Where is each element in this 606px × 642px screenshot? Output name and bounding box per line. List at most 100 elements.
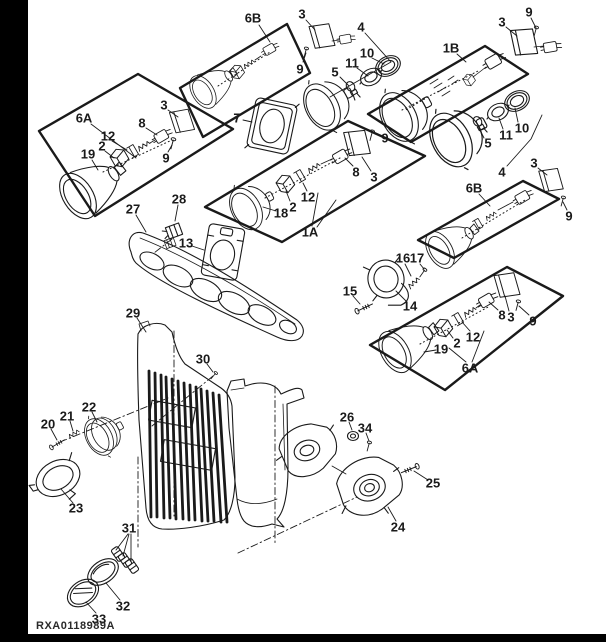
callout-25-leader <box>413 470 429 481</box>
callout-10: 10 <box>515 121 529 136</box>
callout-3: 3 <box>370 170 377 185</box>
callout-3: 3 <box>530 156 537 171</box>
callout-6B: 6B <box>245 11 262 26</box>
wire-spring <box>484 210 498 222</box>
bezel-14-group <box>353 256 428 316</box>
callout-4: 4 <box>357 20 365 35</box>
callout-29: 29 <box>126 306 140 321</box>
callout-9: 9 <box>296 62 303 77</box>
wire <box>149 139 156 144</box>
callout-14-leader <box>395 290 407 302</box>
part-13-gasket <box>200 223 246 281</box>
callout-2-leader <box>285 190 291 202</box>
callout-28-leader <box>174 204 179 222</box>
callout-9-leader <box>302 52 307 63</box>
callout-23-leader <box>60 488 74 504</box>
callout-11-leader <box>356 67 369 77</box>
part-33-lens-dark <box>66 578 100 608</box>
callout-3-leader <box>537 167 548 176</box>
callout-8-leader <box>488 301 499 311</box>
clips-31 <box>110 546 140 574</box>
callout-3-leader <box>505 26 518 37</box>
callout-32-leader <box>105 582 121 601</box>
wire <box>475 304 481 309</box>
callout-33: 33 <box>92 612 106 627</box>
callout-1A-leader <box>316 199 337 228</box>
wire <box>331 39 340 42</box>
part-21-spring <box>67 428 81 440</box>
panel-6b-right <box>416 179 561 260</box>
part-3-plate <box>493 269 521 301</box>
callout-10-leader <box>371 57 385 65</box>
part-7-bezel <box>244 97 300 155</box>
part-23-mount-ring <box>28 452 81 500</box>
callout-28: 28 <box>172 192 186 207</box>
callout-4-leader <box>329 32 392 98</box>
assembly-6a-right <box>371 269 522 379</box>
assembly-6b-top <box>183 40 281 114</box>
part-20-screw <box>48 437 67 451</box>
callout-23: 23 <box>69 501 83 516</box>
callout-9: 9 <box>381 131 388 146</box>
callout-5-leader <box>339 76 350 87</box>
callout-6B-leader <box>478 193 491 207</box>
callout-9-leader <box>562 201 568 211</box>
part-17-screw <box>417 267 428 279</box>
callout-12-leader <box>302 182 308 192</box>
part-27-grille-surround <box>128 231 304 342</box>
callout-1B-leader <box>456 53 467 63</box>
wire <box>254 55 262 61</box>
part-5-bulb <box>470 114 489 137</box>
callout-31-leader <box>122 533 130 557</box>
wire <box>533 45 545 48</box>
connector <box>539 40 563 54</box>
bottom-black-bar <box>0 634 606 642</box>
callout-31-leader <box>115 533 129 551</box>
part-reflector <box>183 55 246 114</box>
wire <box>497 201 514 211</box>
callout-15-leader <box>352 295 361 305</box>
callout-19: 19 <box>434 342 448 357</box>
part-22-lamp <box>76 403 134 464</box>
part-10-trim-ring <box>500 85 534 117</box>
part-8-connector <box>474 289 500 311</box>
callout-33-leader <box>85 601 97 614</box>
part-26-grommet <box>346 430 360 442</box>
callout-9-leader <box>530 17 537 29</box>
callout-5-leader <box>478 127 485 139</box>
plate-group-top-right <box>509 25 563 59</box>
callout-22: 22 <box>82 400 96 415</box>
alignment-lines <box>59 238 358 554</box>
callout-17-leader <box>419 263 425 270</box>
callout-3: 3 <box>507 310 514 325</box>
callout-15: 15 <box>343 284 357 299</box>
callout-8-leader <box>145 127 158 136</box>
part-11-retaining-ring <box>482 98 514 126</box>
callout-8: 8 <box>138 116 145 131</box>
callout-6B: 6B <box>466 181 483 196</box>
callout-3-leader <box>305 19 316 31</box>
callout-12-leader <box>461 321 471 332</box>
assembly-6a-left <box>51 106 196 226</box>
callout-3: 3 <box>298 7 305 22</box>
callout-9: 9 <box>565 209 572 224</box>
callout-20: 20 <box>41 417 55 432</box>
callout-2: 2 <box>289 200 296 215</box>
callout-9-leader <box>374 133 382 137</box>
lamp-assembly-left <box>28 403 134 500</box>
callout-8: 8 <box>352 165 359 180</box>
callout-11: 11 <box>345 56 359 71</box>
callout-32: 32 <box>116 599 130 614</box>
callout-19-leader <box>91 159 99 171</box>
part-3-plate <box>509 25 539 59</box>
callout-7: 7 <box>233 111 240 126</box>
callout-5: 5 <box>484 136 491 151</box>
callout-25: 25 <box>426 476 440 491</box>
harness-hatch <box>429 75 459 97</box>
part-34-screw <box>364 440 373 452</box>
left-black-bar <box>0 0 28 642</box>
callout-3: 3 <box>160 98 167 113</box>
